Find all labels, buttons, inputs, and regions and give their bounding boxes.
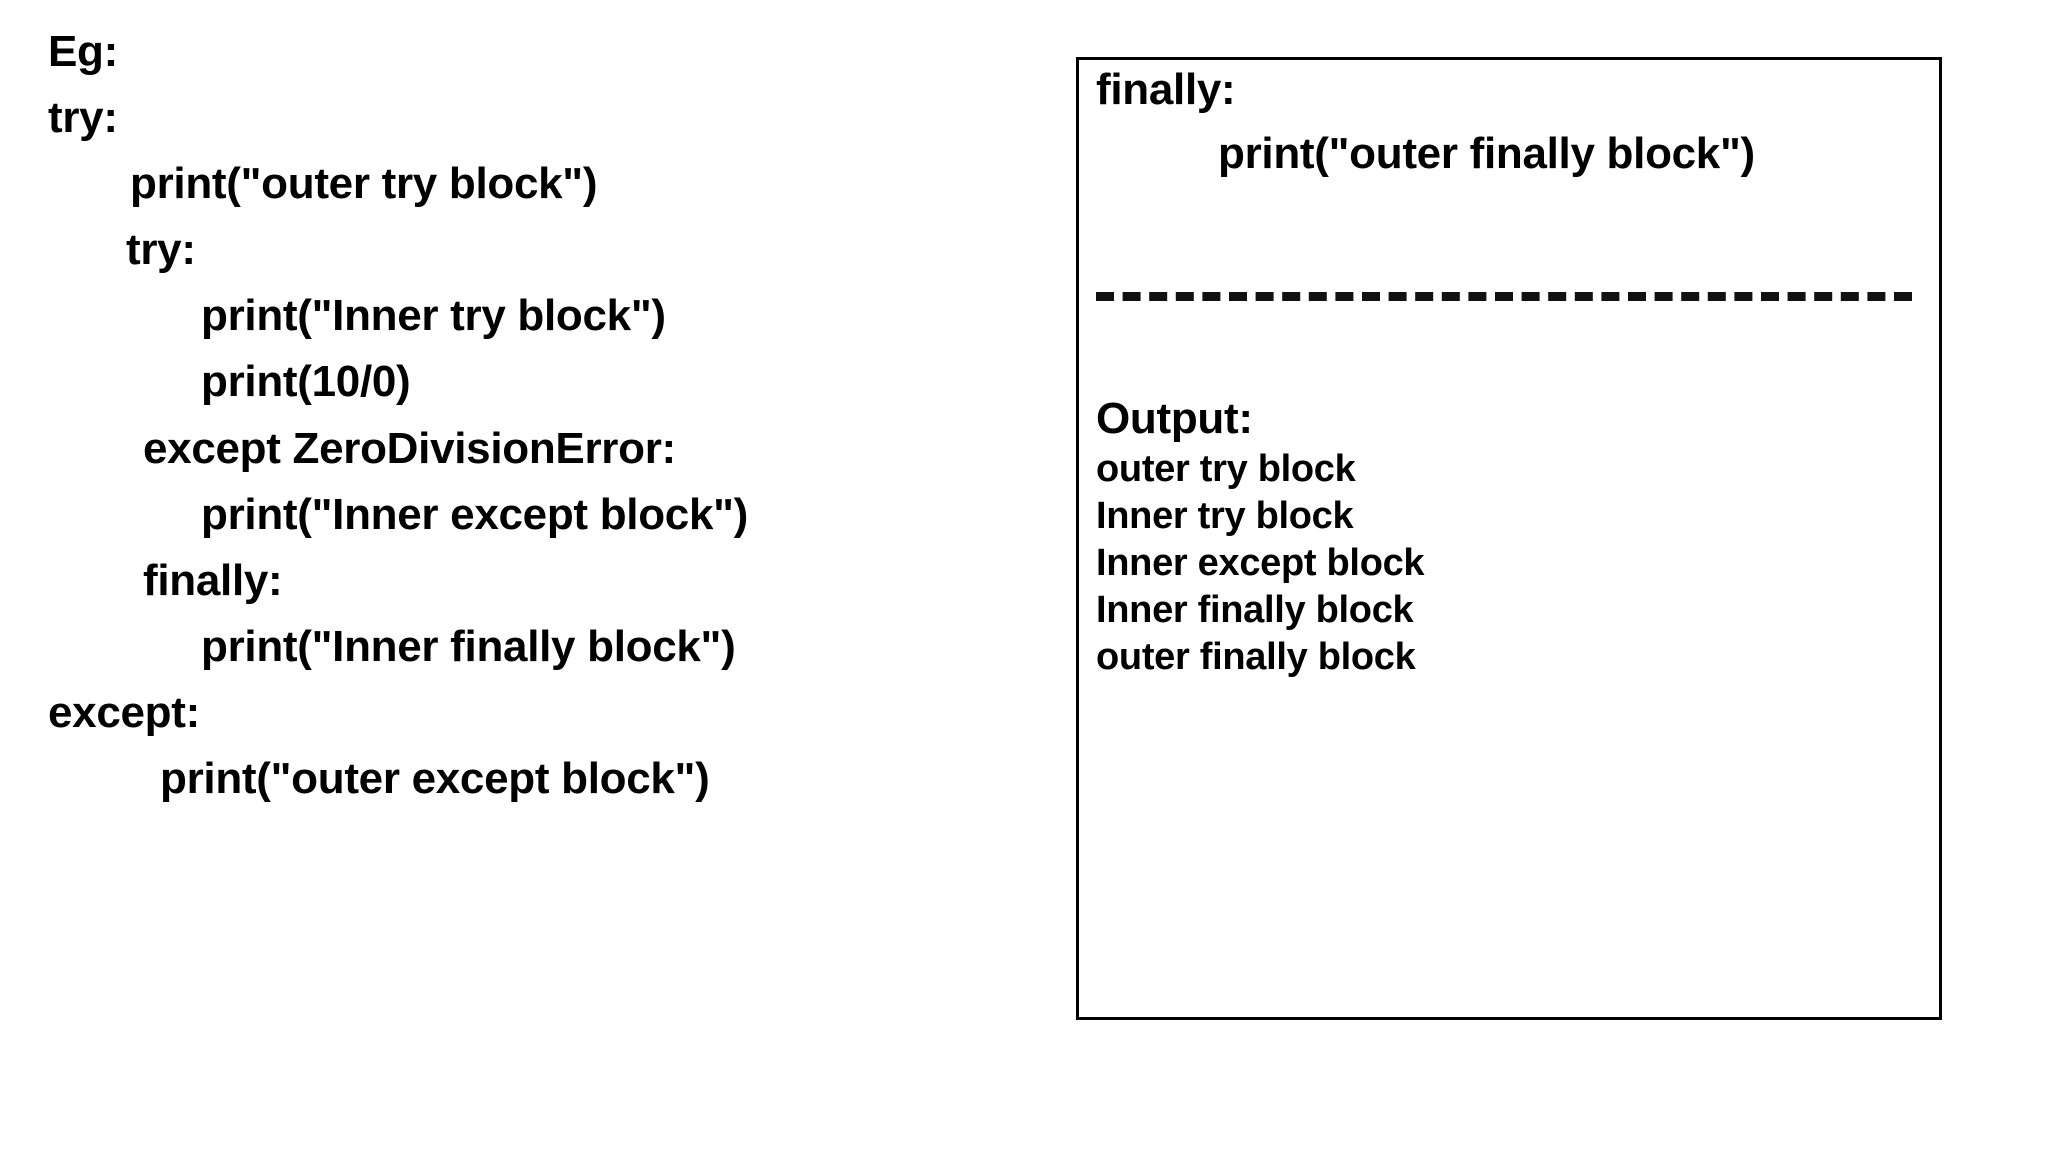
- code-line: print("outer try block"): [130, 159, 598, 208]
- output-box: finally: print("outer finally block") Outp…: [1076, 57, 1942, 1020]
- code-line: except ZeroDivisionError:: [143, 424, 676, 473]
- code-line: except:: [48, 688, 200, 737]
- box-code-line: finally:: [1096, 65, 1236, 114]
- code-line: try:: [48, 93, 118, 142]
- code-line: print("outer except block"): [160, 754, 710, 803]
- output-line: outer finally block: [1096, 636, 1416, 678]
- output-line: Inner except block: [1096, 542, 1425, 584]
- code-line: Eg:: [48, 27, 118, 76]
- code-line: finally:: [143, 556, 283, 605]
- code-line: try:: [126, 225, 196, 274]
- output-line: outer try block: [1096, 448, 1356, 490]
- code-line: print("Inner try block"): [201, 291, 666, 340]
- output-line: Inner finally block: [1096, 589, 1414, 631]
- code-line: print("Inner except block"): [201, 490, 749, 539]
- code-line: print(10/0): [201, 357, 411, 406]
- output-line: Inner try block: [1096, 495, 1354, 537]
- code-line: print("Inner finally block"): [201, 622, 736, 671]
- box-code-line: print("outer finally block"): [1218, 129, 1755, 178]
- dashed-divider: [1096, 292, 1912, 301]
- output-label: Output:: [1096, 394, 1253, 443]
- code-example-panel: Eg:try:print("outer try block")try:print…: [48, 27, 749, 803]
